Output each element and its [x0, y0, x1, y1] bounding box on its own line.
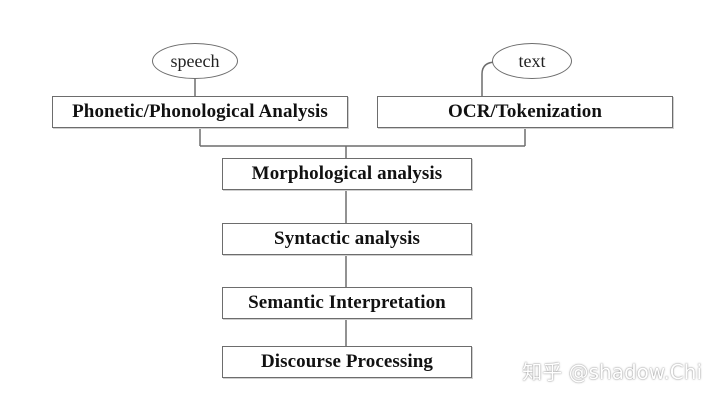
phonetic-analysis-box: Phonetic/Phonological Analysis — [52, 96, 348, 128]
syntactic-analysis-box: Syntactic analysis — [222, 223, 472, 255]
speech-input-node: speech — [152, 43, 238, 79]
ocr-tokenization-box: OCR/Tokenization — [377, 96, 673, 128]
morphological-analysis-box: Morphological analysis — [222, 158, 472, 190]
watermark-text: 知乎 @shadow.Chi — [522, 360, 702, 384]
discourse-processing-box: Discourse Processing — [222, 346, 472, 378]
text-input-node: text — [492, 43, 572, 79]
semantic-interpretation-box: Semantic Interpretation — [222, 287, 472, 319]
